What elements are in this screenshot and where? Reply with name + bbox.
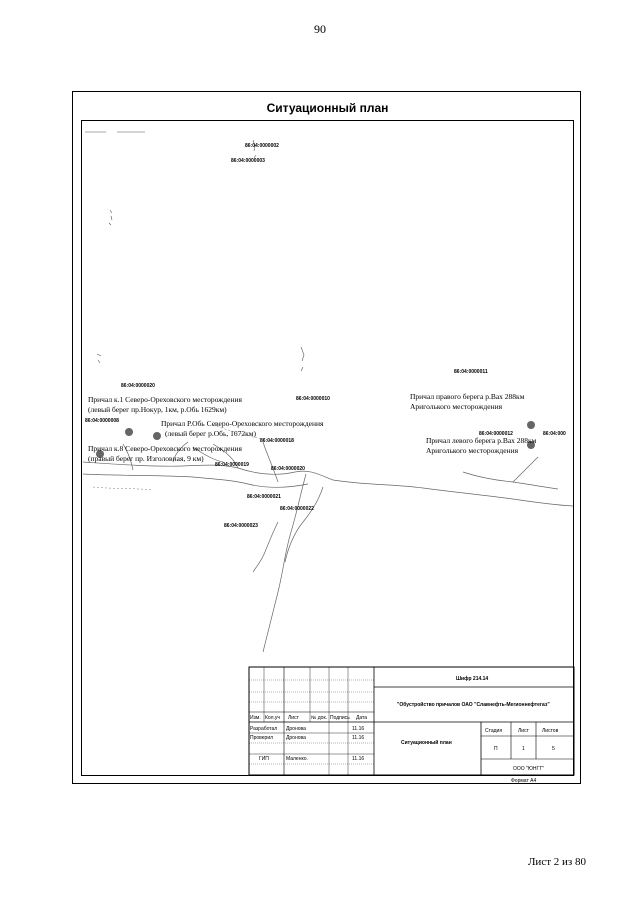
stamp-drawing-title: Ситуационный план: [401, 739, 452, 746]
stamp-stage-value: П: [494, 746, 498, 752]
berth-marker: [96, 450, 104, 458]
title-block: [248, 666, 575, 776]
berth-label: Ариголького месторождения: [410, 402, 503, 411]
cadastral-code: 86:04:0000021: [247, 494, 281, 500]
stamp-role: ГИП: [259, 756, 269, 762]
stamp-header-data: Дата: [356, 715, 367, 721]
berth-label: Причал правого берега р.Вах 288км: [410, 392, 525, 401]
stamp-role: Разработал: [250, 726, 277, 732]
stamp-date: 11.16: [352, 726, 364, 732]
stamp-date: 11.16: [352, 735, 364, 741]
stamp-name: Маленко.: [286, 756, 308, 762]
cadastral-code: 86:04:0000020: [121, 383, 155, 389]
berth-label: Причал к.8 Северо-Ореховского месторожде…: [88, 444, 243, 453]
stamp-sheet-label: Лист: [518, 728, 530, 734]
stamp-name: Дронова: [286, 726, 306, 732]
stamp-stage-label: Стадия: [485, 728, 502, 734]
berth-label: Причал Р.Обь Северо-Ореховского месторож…: [161, 419, 324, 428]
stamp-project-title: "Обустройство причалов ОАО "Славнефть-Ме…: [397, 701, 550, 708]
page-footer: Лист 2 из 80: [527, 856, 586, 868]
berth-label: Причал левого берега р.Вах 288км: [426, 436, 537, 445]
situational-plan-map: 86:04:0000002 86:04:0000003 86:04:000001…: [82, 131, 575, 784]
berth-label: (левый берег р.Обь, 1672км): [165, 429, 257, 438]
berth-marker: [125, 428, 133, 436]
berth-label: (правый берег пр. Изголовная, 9 км): [88, 454, 204, 463]
cadastral-code: 86:04:0000002: [245, 143, 279, 149]
cadastral-code: 86:04:0000008: [85, 418, 119, 424]
drawing-sheet: Ситуационный план: [72, 91, 581, 784]
berth-marker: [527, 441, 535, 449]
cadastral-code: 86:04:0000019: [215, 462, 249, 468]
map-title: Ситуационный план: [266, 101, 389, 115]
stamp-name: Дронова: [286, 735, 306, 741]
stamp-header-izm: Изм.: [250, 715, 261, 721]
cadastral-code: 86:04:0000018: [260, 438, 294, 444]
cadastral-code: 86:04:0000003: [231, 158, 265, 164]
stamp-doc-code: Шифр 214.14: [456, 675, 488, 682]
cadastral-code: 86:04:0000010: [296, 396, 330, 402]
berth-label: (левый берег пр.Нокур, 1км, р.Обь 1629км…: [88, 405, 227, 414]
rivers-dashed: [92, 424, 274, 491]
cadastral-code: 86:04:0000011: [454, 369, 488, 375]
cadastral-code: 86:04:0000012: [479, 431, 513, 437]
stamp-sheets-value: 5: [552, 746, 555, 752]
stamp-sheet-value: 1: [522, 746, 525, 752]
stamp-header-ndoc: № док.: [311, 715, 327, 721]
berth-label: Ариголького месторождения: [426, 446, 519, 455]
stamp-role: Проверил: [250, 735, 273, 741]
cadastral-code: 86:04:0000022: [280, 506, 314, 512]
stamp-date: 11.16: [352, 756, 364, 762]
cadastral-code: 86:04:0000020: [271, 466, 305, 472]
stamp-sheets-label: Листов: [542, 728, 559, 734]
stamp-header-list: Лист: [288, 715, 300, 721]
map-linework: [85, 131, 305, 372]
stamp-header-podpis: Подпись: [330, 715, 350, 721]
rivers: [82, 441, 574, 653]
stamp-header-kol: Кол.уч: [265, 715, 280, 721]
berth-marker: [153, 432, 161, 440]
berth-marker: [527, 421, 535, 429]
cadastral-code: 86:04:0000023: [224, 523, 258, 529]
cadastral-code: 86:04:000: [543, 431, 566, 437]
berth-label: Причал к.1 Северо-Ореховского месторожде…: [88, 395, 243, 404]
page-number: 90: [314, 22, 326, 36]
stamp-format: Формат А4: [511, 778, 536, 784]
stamp-org: ООО "ЮНГТ": [513, 766, 544, 772]
